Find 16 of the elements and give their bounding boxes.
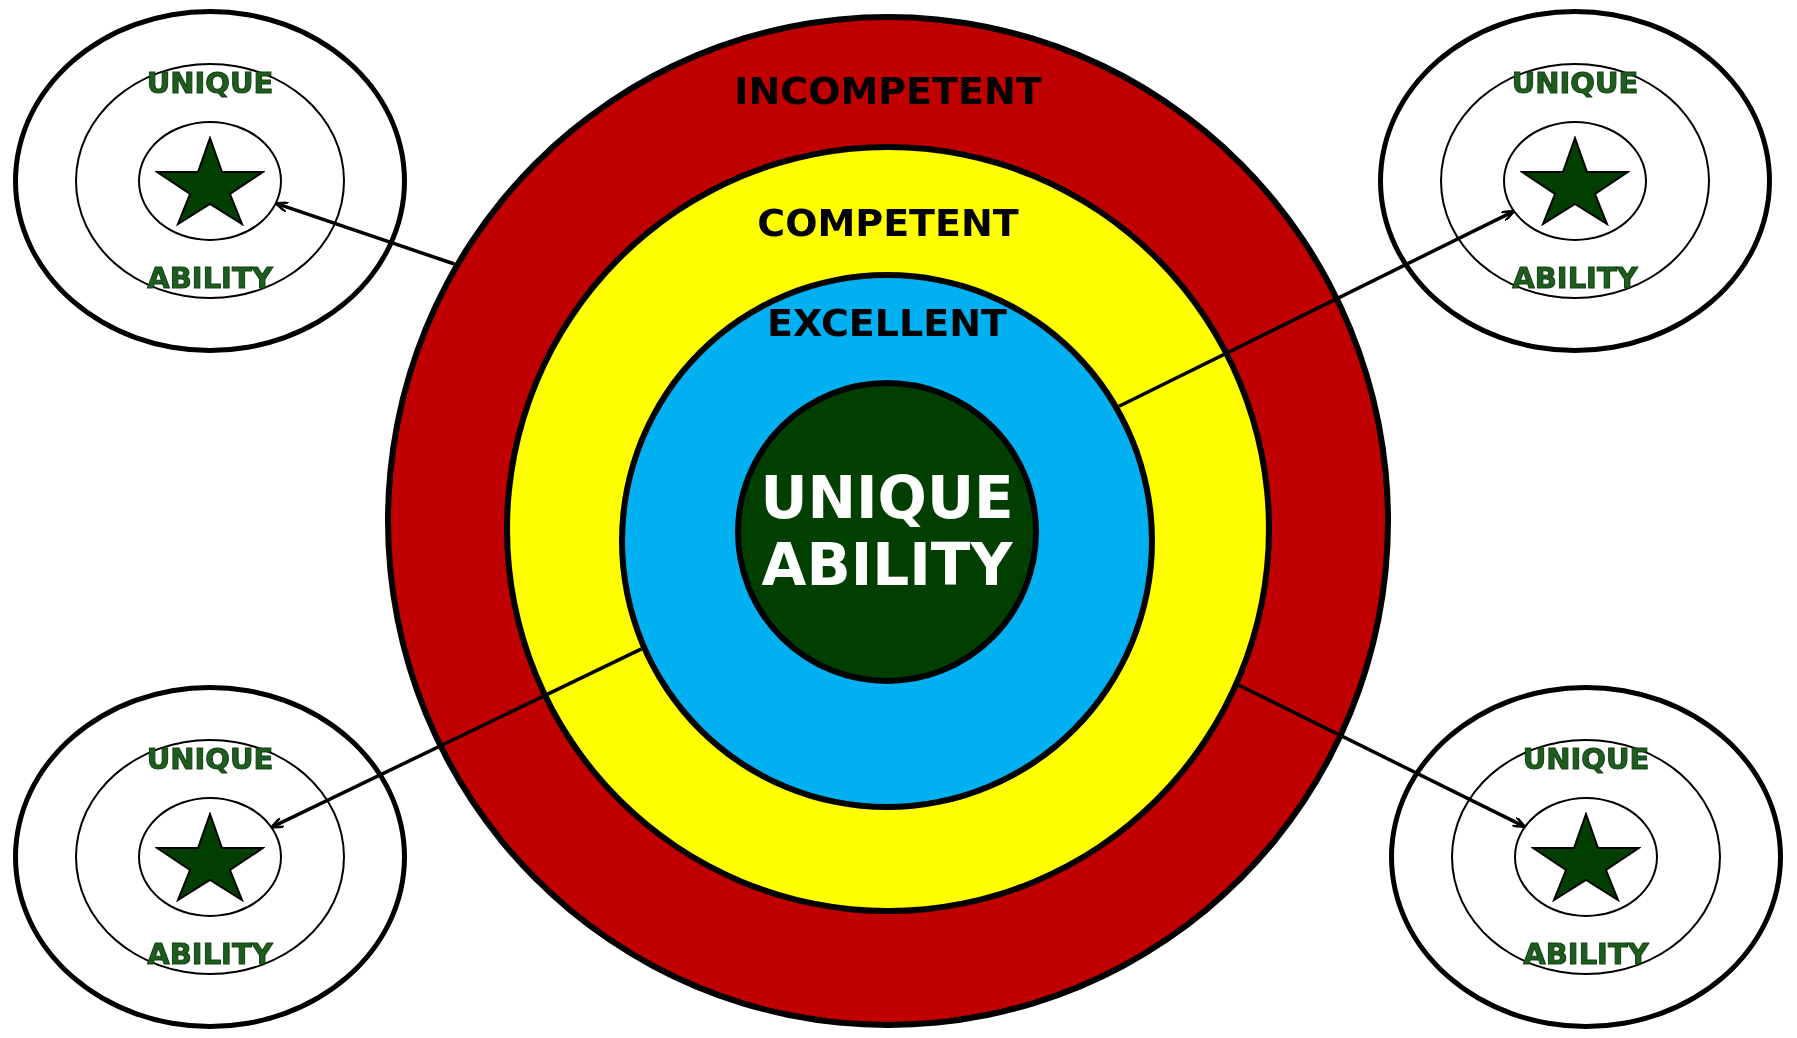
arrow [1118,209,1516,408]
arrow [274,201,455,266]
ring-label: INCOMPETENT [734,72,1042,110]
ability-label: ABILITY [147,264,273,293]
ability-label: UNIQUE [1522,745,1650,774]
arrow [270,647,643,829]
ability-label: ABILITY [147,940,273,969]
ability-label: UNIQUE [1511,69,1639,98]
ring-label: COMPETENT [757,204,1019,242]
center-label: UNIQUE ABILITY [759,465,1015,599]
ring-label: EXCELLENT [767,304,1007,342]
ability-label: UNIQUE [146,69,274,98]
ability-label: UNIQUE [146,745,274,774]
arrow [1238,683,1527,829]
ability-label: ABILITY [1512,264,1638,293]
ability-label: ABILITY [1523,940,1649,969]
